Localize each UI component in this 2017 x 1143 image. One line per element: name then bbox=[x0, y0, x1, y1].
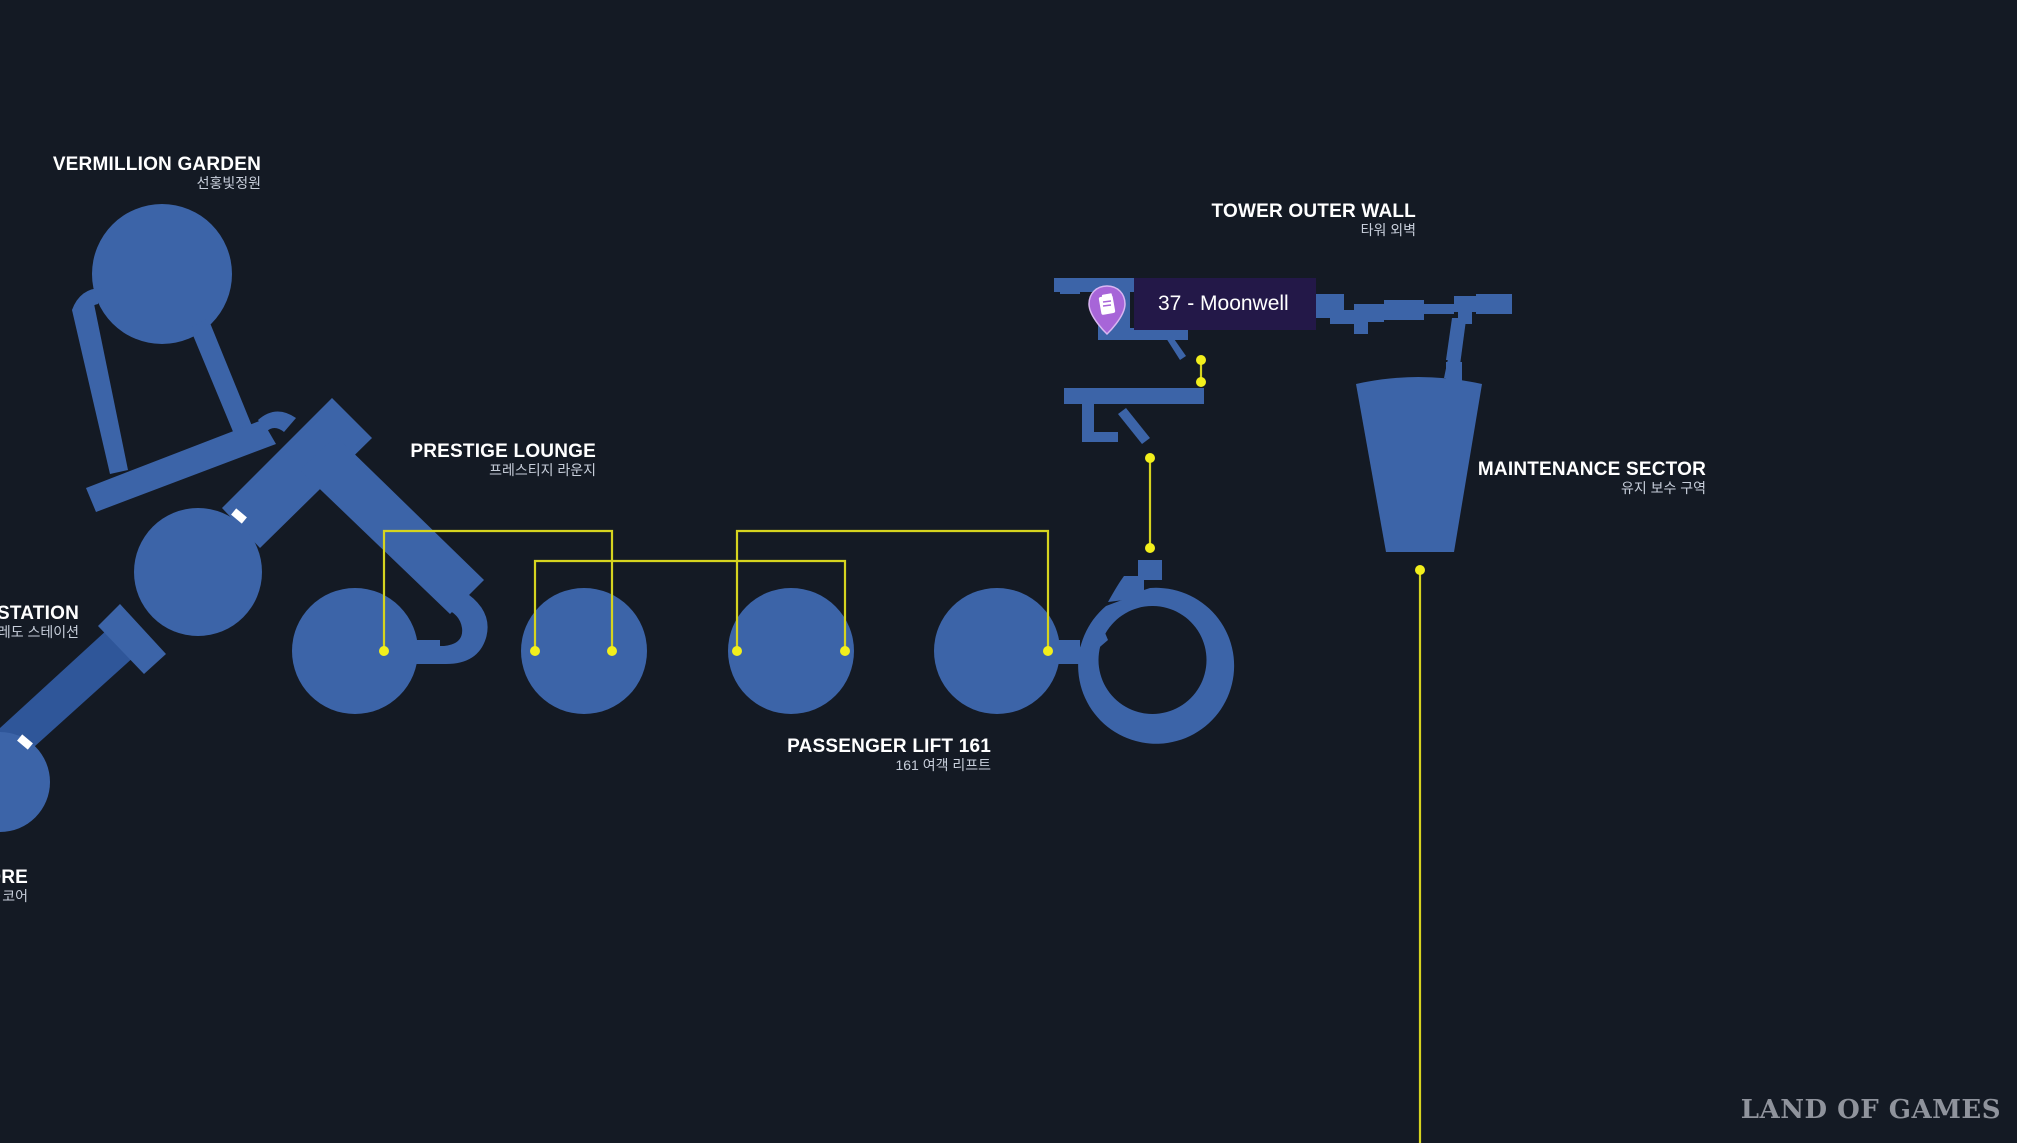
room-vermillion-garden bbox=[72, 204, 296, 512]
label-tower-outer-wall-en: TOWER OUTER WALL bbox=[1211, 201, 1416, 222]
room-maintenance-sector bbox=[1356, 320, 1482, 552]
label-station-ko: 레도 스테이션 bbox=[0, 624, 79, 640]
label-core: ORE 코어 bbox=[0, 868, 28, 903]
label-maintenance-sector: MAINTENANCE SECTOR 유지 보수 구역 bbox=[1478, 460, 1706, 495]
label-tower-outer-wall: TOWER OUTER WALL 타워 외벽 bbox=[1212, 202, 1416, 237]
label-prestige-lounge-en: PRESTIGE LOUNGE bbox=[410, 441, 596, 462]
label-passenger-lift-en: PASSENGER LIFT 161 bbox=[787, 736, 991, 757]
connector-nodes[interactable] bbox=[379, 355, 1425, 656]
watermark: LAND OF GAMES bbox=[1740, 1095, 2001, 1125]
label-vermillion-garden-en: VERMILLION GARDEN bbox=[52, 154, 261, 175]
corridor-prestige bbox=[222, 398, 488, 664]
label-core-ko: 코어 bbox=[2, 888, 28, 904]
map-pin-icon[interactable] bbox=[1087, 284, 1127, 336]
room-passenger-lift bbox=[292, 588, 1108, 714]
label-passenger-lift-ko: 161 여객 리프트 bbox=[895, 757, 991, 773]
label-core-en: ORE bbox=[0, 867, 28, 888]
label-passenger-lift: PASSENGER LIFT 161 161 여객 리프트 bbox=[787, 737, 991, 772]
label-prestige-lounge-ko: 프레스티지 라운지 bbox=[489, 462, 596, 478]
label-prestige-lounge: PRESTIGE LOUNGE 프레스티지 라운지 bbox=[410, 442, 596, 477]
room-station bbox=[0, 508, 262, 832]
label-maintenance-sector-en: MAINTENANCE SECTOR bbox=[1477, 459, 1706, 480]
label-tower-outer-wall-ko: 타워 외벽 bbox=[1360, 222, 1416, 238]
label-station-en: STATION bbox=[0, 603, 79, 624]
marker-tag-moonwell[interactable]: 37 - Moonwell bbox=[1134, 278, 1316, 330]
label-station: STATION 레도 스테이션 bbox=[0, 604, 79, 639]
label-vermillion-garden: VERMILLION GARDEN 선홍빛정원 bbox=[53, 155, 261, 190]
label-vermillion-garden-ko: 선홍빛정원 bbox=[196, 175, 261, 191]
label-maintenance-sector-ko: 유지 보수 구역 bbox=[1620, 480, 1706, 496]
room-ring bbox=[1078, 560, 1235, 744]
marker-label: 37 - Moonwell bbox=[1158, 292, 1289, 315]
